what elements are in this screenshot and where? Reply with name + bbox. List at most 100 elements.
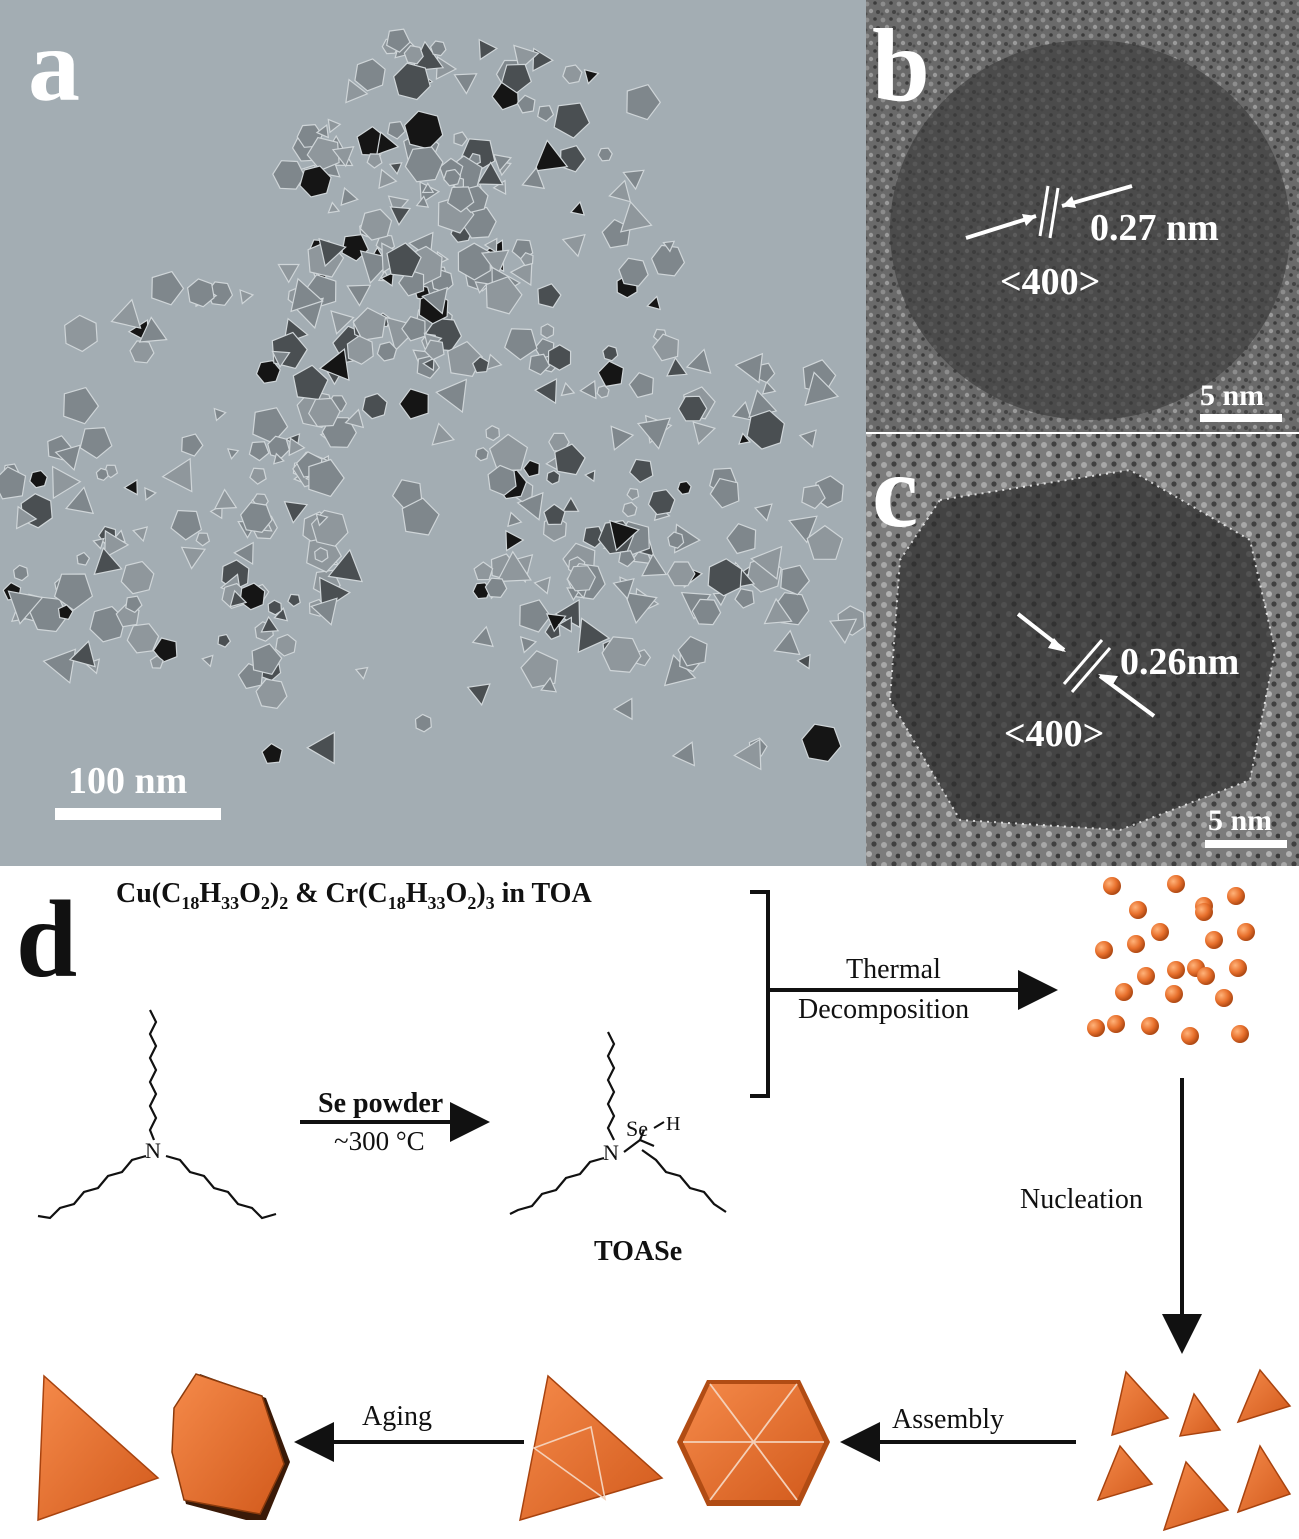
- nanoparticle: [666, 356, 688, 377]
- panel-label-b: b: [872, 8, 930, 123]
- nanoparticle: [233, 541, 254, 566]
- nanoparticle: [29, 469, 48, 489]
- nanoparticle: [292, 364, 329, 401]
- nanoparticle: [251, 643, 283, 675]
- nanoparticle: [569, 200, 586, 216]
- nanoparticle: [540, 676, 558, 693]
- nanoparticle: [229, 589, 248, 608]
- nanoparticle: [327, 201, 341, 214]
- nanoparticle: [667, 531, 685, 549]
- nanoparticle: [275, 633, 297, 657]
- decomposition-label: Decomposition: [798, 994, 969, 1025]
- temperature-label: ~300 °C: [334, 1126, 425, 1156]
- nanoparticle: [318, 347, 350, 381]
- nanoparticle: [239, 289, 255, 305]
- nucleus-sphere: [1205, 931, 1223, 949]
- nanoparticle: [354, 666, 369, 680]
- nanoparticle: [528, 353, 551, 376]
- nanoparticle: [310, 597, 338, 626]
- lattice-line: [1062, 639, 1104, 685]
- nanoparticle: [543, 503, 566, 526]
- nanoparticle: [42, 648, 77, 684]
- nanoparticle: [201, 654, 214, 668]
- panel-b: b 0.27 nm <400> 5 nm: [866, 0, 1299, 432]
- nanoparticle: [12, 564, 29, 582]
- nanoparticle: [622, 169, 645, 191]
- nanocrystal-b: [890, 40, 1290, 420]
- nanoparticle: [186, 278, 215, 308]
- nanoparticle: [249, 467, 267, 485]
- nucleus-sphere: [1229, 959, 1247, 977]
- nanoparticle: [796, 653, 811, 670]
- nanoparticle: [267, 599, 283, 616]
- nanoparticle: [677, 395, 708, 422]
- nanoparticle: [566, 565, 596, 592]
- nanoparticle: [474, 281, 488, 294]
- nucleus-sphere: [1115, 983, 1133, 1001]
- nanoparticle: [520, 650, 559, 689]
- nanoparticle: [801, 723, 842, 763]
- nucleus-sphere: [1195, 903, 1213, 921]
- nanoparticle: [707, 558, 743, 597]
- nanoparticle: [64, 314, 98, 353]
- nucleus-sphere: [1151, 923, 1169, 941]
- nanoparticle: [57, 604, 74, 620]
- nanoparticle: [457, 242, 491, 281]
- nanoparticle: [553, 102, 591, 139]
- nanoparticle: [386, 242, 422, 278]
- nanoparticle: [340, 186, 359, 207]
- nanoparticle: [618, 550, 636, 568]
- nanoparticle: [473, 561, 494, 581]
- nanoparticle: [376, 131, 400, 156]
- nanoparticle: [132, 526, 149, 543]
- final-tetrahedron: [37, 1374, 160, 1522]
- nanoparticle: [308, 397, 341, 428]
- nanoparticle: [750, 545, 783, 581]
- nanoparticle: [129, 340, 155, 364]
- nanoparticle: [671, 741, 696, 767]
- nanoparticle: [261, 742, 283, 765]
- nanoparticle: [423, 339, 445, 361]
- nanoparticle: [330, 310, 355, 335]
- nanoparticle: [380, 271, 394, 287]
- nanoparticle: [466, 683, 491, 707]
- nanoparticle: [195, 532, 211, 547]
- nanoparticle: [734, 352, 764, 384]
- nanoparticle: [619, 200, 653, 233]
- nanoparticle: [92, 537, 105, 550]
- nitrogen-atom: N: [145, 1138, 161, 1163]
- nanoparticle: [761, 380, 777, 395]
- nanoparticle: [429, 40, 447, 57]
- nanoparticle: [315, 123, 330, 139]
- nanoparticle: [692, 421, 717, 446]
- nanoparticle: [120, 560, 155, 595]
- nanoparticle: [255, 359, 281, 384]
- nanoparticle: [677, 480, 692, 495]
- nanoparticle: [151, 270, 185, 306]
- nanoparticle: [476, 161, 504, 186]
- nanoparticle: [299, 165, 332, 198]
- nucleus-sphere: [1197, 967, 1215, 985]
- nanoparticle: [788, 515, 818, 544]
- panel-label-c: c: [872, 434, 918, 549]
- nanoparticle: [366, 153, 383, 169]
- nanoparticle: [314, 547, 329, 563]
- nucleus-sphere: [1107, 1015, 1125, 1033]
- nanoparticle: [240, 501, 273, 533]
- nanoparticle: [206, 281, 234, 306]
- nanoparticle: [562, 64, 583, 85]
- assembly-label: Assembly: [892, 1404, 1004, 1435]
- nanoparticle: [540, 323, 555, 339]
- nanoparticle: [597, 147, 613, 162]
- hexagonal-plate: [171, 1373, 290, 1520]
- arrowhead: [1048, 638, 1066, 652]
- nanoparticle: [478, 38, 499, 61]
- nanoparticle: [376, 341, 398, 362]
- nanoparticle: [443, 168, 462, 187]
- nanoparticle: [602, 345, 619, 362]
- nanoparticle: [753, 503, 773, 522]
- hydrogen-atom: H: [666, 1113, 680, 1135]
- nanoparticle: [53, 573, 94, 611]
- nucleus-sphere: [1141, 1017, 1159, 1035]
